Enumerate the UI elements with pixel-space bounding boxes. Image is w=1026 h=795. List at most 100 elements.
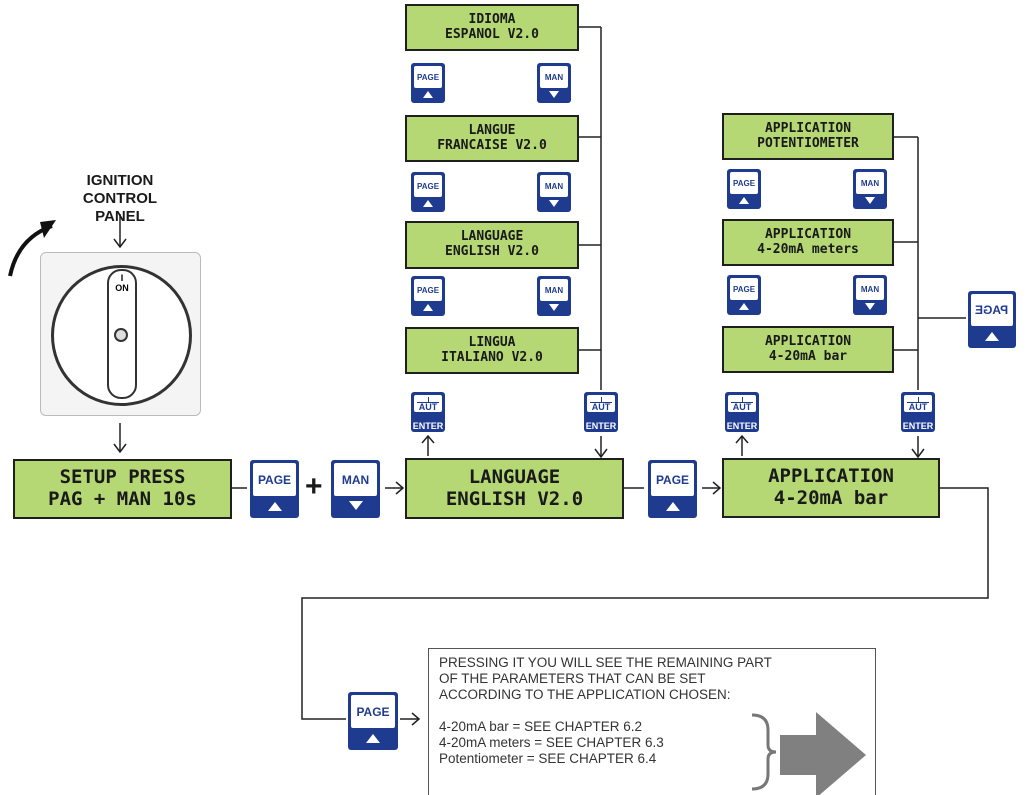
language-page-button-3[interactable]: PAGE	[411, 276, 445, 316]
language-display-line1: LANGUAGE	[468, 465, 561, 488]
info-mapping-bar: 4-20mA bar = SEE CHAPTER 6.2	[439, 719, 642, 734]
application-option-bar-line1: APPLICATION	[764, 333, 852, 349]
language-page-button-1-label: PAGE	[414, 66, 442, 88]
application-page-button-1-label: PAGE	[730, 172, 758, 194]
application-option-potentiometer: APPLICATION POTENTIOMETER	[722, 113, 894, 160]
language-option-english-line2: ENGLISH V2.0	[445, 244, 539, 259]
language-man-button-2-label: MAN	[540, 175, 568, 197]
setup-display-line2: PAG + MAN 10s	[48, 488, 197, 510]
application-display-line1: APPLICATION	[768, 465, 894, 488]
page-button-bottom-label: PAGE	[351, 695, 395, 728]
info-line-2: OF THE PARAMETERS THAT CAN BE SET	[439, 671, 706, 686]
switch-on-label: I ON	[115, 273, 129, 297]
application-option-bar: APPLICATION 4-20mA bar	[722, 326, 894, 373]
language-man-button-3-label: MAN	[540, 279, 568, 301]
enter-label: ENTER	[902, 421, 934, 431]
arrow-down-icon	[865, 197, 875, 204]
page-button-2[interactable]: PAGE	[648, 460, 697, 518]
language-page-button-2-label: PAGE	[414, 175, 442, 197]
language-page-button-1[interactable]: PAGE	[411, 63, 445, 103]
setup-display-line1: SETUP PRESS	[59, 466, 186, 489]
application-man-button-2-label: MAN	[856, 278, 884, 300]
language-man-button-2[interactable]: MAN	[537, 172, 571, 212]
application-option-meters-line2: 4-20mA meters	[757, 241, 859, 257]
plus-sign: +	[305, 470, 323, 503]
man-button-label: MAN	[334, 463, 377, 496]
application-page-button-2-label: PAGE	[730, 278, 758, 300]
application-aut-enter-button-2[interactable]: AUT ENTER	[901, 392, 935, 432]
page-button-mirrored-label: PAGE	[975, 303, 1009, 317]
switch-on-label-top: I	[120, 273, 124, 283]
info-mapping-potentiometer: Potentiometer = SEE CHAPTER 6.4	[439, 751, 657, 766]
aut-label: AUT	[591, 402, 611, 412]
switch-screw-icon	[114, 328, 128, 342]
application-option-potentiometer-line2: POTENTIOMETER	[757, 135, 859, 151]
application-man-button-1[interactable]: MAN	[853, 169, 887, 209]
arrow-up-icon	[366, 734, 380, 743]
enter-label: ENTER	[585, 421, 617, 431]
aut-label: AUT	[418, 402, 438, 412]
application-page-button-2[interactable]: PAGE	[727, 275, 761, 315]
setup-display: SETUP PRESS PAG + MAN 10s	[13, 459, 232, 519]
aut-label: AUT	[732, 402, 752, 412]
language-man-button-3[interactable]: MAN	[537, 276, 571, 316]
language-option-italian-line2: ITALIANO V2.0	[441, 349, 543, 365]
arrow-up-icon	[739, 303, 749, 310]
page-button[interactable]: PAGE	[250, 460, 299, 518]
application-man-button-1-label: MAN	[856, 172, 884, 194]
info-line-1: PRESSING IT YOU WILL SEE THE REMAINING P…	[439, 655, 772, 670]
info-box: PRESSING IT YOU WILL SEE THE REMAINING P…	[428, 648, 876, 795]
enter-label: ENTER	[726, 421, 758, 431]
application-display-line2: 4-20mA bar	[773, 487, 889, 509]
language-option-spanish-line1: IDIOMA	[468, 11, 516, 27]
page-button-label: PAGE	[253, 463, 296, 496]
application-display: APPLICATION 4-20mA bar	[722, 458, 940, 518]
application-option-potentiometer-line1: APPLICATION	[764, 120, 852, 136]
arrow-up-icon	[267, 502, 282, 511]
language-option-english: LANGUAGE ENGLISH V2.0	[405, 221, 579, 269]
page-button-2-label: PAGE	[651, 463, 694, 496]
language-option-spanish-line2: ESPANOL V2.0	[445, 26, 539, 42]
page-button-bottom[interactable]: PAGE	[348, 692, 398, 750]
application-option-meters-line1: APPLICATION	[764, 226, 852, 242]
enter-label: ENTER	[412, 421, 444, 431]
ignition-switch[interactable]: I ON	[40, 252, 201, 416]
arrow-down-icon	[549, 91, 559, 98]
language-man-button-1-label: MAN	[540, 66, 568, 88]
arrow-up-icon	[985, 332, 999, 341]
language-option-italian-line1: LINGUA	[468, 334, 516, 350]
language-aut-enter-button-2[interactable]: AUT ENTER	[584, 392, 618, 432]
application-page-button-1[interactable]: PAGE	[727, 169, 761, 209]
language-page-button-2[interactable]: PAGE	[411, 172, 445, 212]
language-option-french-line2: FRANCAISE V2.0	[437, 137, 547, 153]
arrow-up-icon	[423, 91, 433, 98]
language-aut-enter-button-1[interactable]: AUT ENTER	[411, 392, 445, 432]
arrow-up-icon	[423, 200, 433, 207]
arrow-down-icon	[865, 303, 875, 310]
aut-label: AUT	[908, 402, 928, 412]
info-mapping-meters: 4-20mA meters = SEE CHAPTER 6.3	[439, 735, 664, 750]
man-button[interactable]: MAN	[331, 460, 380, 518]
language-option-english-line1: LANGUAGE	[460, 229, 524, 245]
application-option-bar-line2: 4-20mA bar	[768, 348, 848, 364]
arrow-up-icon	[423, 304, 433, 311]
switch-on-label-bottom: ON	[115, 283, 129, 293]
language-option-french: LANGUE FRANCAISE V2.0	[405, 115, 579, 162]
arrow-down-icon	[549, 304, 559, 311]
page-button-mirrored[interactable]: PAGE	[968, 291, 1016, 348]
application-aut-enter-button-1[interactable]: AUT ENTER	[725, 392, 759, 432]
arrow-down-icon	[348, 501, 363, 510]
application-option-meters: APPLICATION 4-20mA meters	[722, 219, 894, 266]
application-man-button-2[interactable]: MAN	[853, 275, 887, 315]
language-man-button-1[interactable]: MAN	[537, 63, 571, 103]
language-option-french-line1: LANGUE	[468, 122, 516, 138]
language-page-button-3-label: PAGE	[414, 279, 442, 301]
language-option-spanish: IDIOMA ESPANOL V2.0	[405, 4, 579, 51]
language-display-line2: ENGLISH V2.0	[445, 487, 584, 510]
ignition-title-line2: CONTROL PANEL	[82, 190, 158, 225]
ignition-title: IGNITION CONTROL PANEL	[60, 172, 180, 226]
info-line-3: ACCORDING TO THE APPLICATION CHOSEN:	[439, 687, 731, 702]
right-arrow-icon	[780, 712, 866, 795]
language-option-italian: LINGUA ITALIANO V2.0	[405, 327, 579, 374]
